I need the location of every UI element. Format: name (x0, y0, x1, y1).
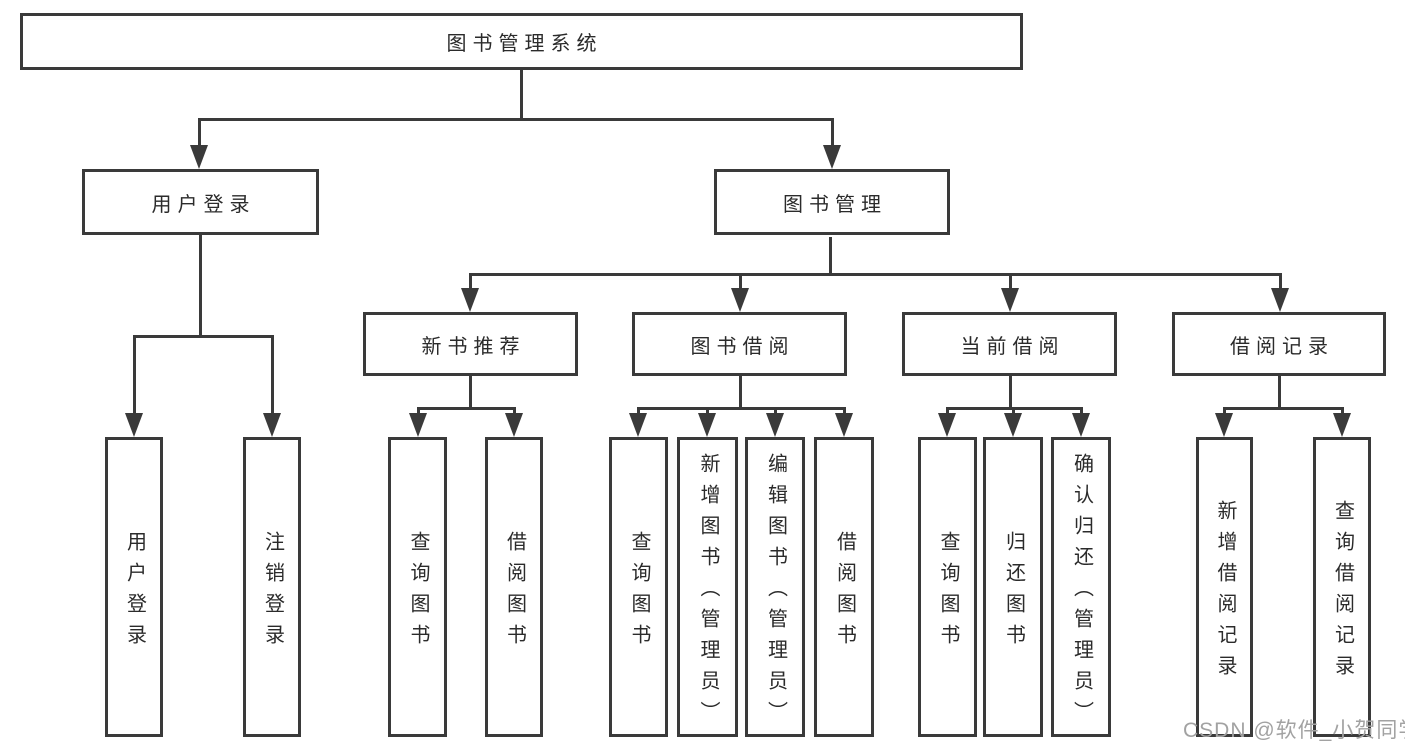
arrow-down-icon (731, 288, 749, 312)
node-leaf-borrow-books: 借阅图书 (814, 437, 874, 737)
arrow-down-icon (409, 413, 427, 437)
node-leaf-confirm-return-admin: 确认归还（管理员） (1051, 437, 1111, 737)
node-root: 图书管理系统 (20, 13, 1023, 70)
connector-drop (1009, 273, 1012, 294)
connector-drop (198, 118, 201, 151)
connector-drop (133, 335, 136, 419)
arrow-down-icon (461, 288, 479, 312)
connector-split (417, 407, 516, 410)
node-leaf-return-books: 归还图书 (983, 437, 1043, 737)
connector-stem (829, 237, 832, 273)
connector-drop (271, 335, 274, 419)
node-book-borrow: 图书借阅 (632, 312, 847, 376)
node-leaf-edit-books-admin: 编辑图书（管理员） (745, 437, 805, 737)
connector-drop (469, 273, 472, 294)
connector-drop (1279, 273, 1282, 294)
connector-drop (739, 273, 742, 294)
arrow-down-icon (823, 145, 841, 169)
arrow-down-icon (190, 145, 208, 169)
arrow-down-icon (1215, 413, 1233, 437)
csdn-watermark: CSDN @软件_小贺同学 (1183, 719, 1405, 742)
arrow-down-icon (1072, 413, 1090, 437)
arrow-down-icon (766, 413, 784, 437)
arrow-down-icon (835, 413, 853, 437)
node-leaf-user-login: 用户登录 (105, 437, 163, 737)
arrow-down-icon (1001, 288, 1019, 312)
arrow-down-icon (1271, 288, 1289, 312)
node-borrow-records: 借阅记录 (1172, 312, 1386, 376)
connector-root-stem (520, 70, 523, 118)
node-current-borrow: 当前借阅 (902, 312, 1117, 376)
arrow-down-icon (938, 413, 956, 437)
arrow-down-icon (629, 413, 647, 437)
node-user-login: 用户登录 (82, 169, 319, 235)
node-leaf-borrow-books-recommend: 借阅图书 (485, 437, 543, 737)
connector-stem (1009, 376, 1012, 407)
arrow-down-icon (505, 413, 523, 437)
connector-split (133, 335, 274, 338)
node-leaf-add-borrow-record: 新增借阅记录 (1196, 437, 1253, 737)
node-leaf-query-books-borrow: 查询图书 (609, 437, 668, 737)
connector-split (637, 407, 846, 410)
connector-stem (1278, 376, 1281, 407)
node-book-management: 图书管理 (714, 169, 950, 235)
node-leaf-add-books-admin: 新增图书（管理员） (677, 437, 738, 737)
connector-stem (739, 376, 742, 407)
connector-root-split (198, 118, 834, 121)
connector-stem (199, 235, 202, 335)
arrow-down-icon (698, 413, 716, 437)
node-leaf-query-borrow-record: 查询借阅记录 (1313, 437, 1371, 737)
connector-split (1223, 407, 1344, 410)
connector-stem (469, 376, 472, 407)
arrow-down-icon (1004, 413, 1022, 437)
node-leaf-logout: 注销登录 (243, 437, 301, 737)
arrow-down-icon (125, 413, 143, 437)
node-leaf-query-books-recommend: 查询图书 (388, 437, 447, 737)
connector-drop (831, 118, 834, 151)
node-new-book-recommend: 新书推荐 (363, 312, 578, 376)
connector-split (469, 273, 1282, 276)
arrow-down-icon (1333, 413, 1351, 437)
arrow-down-icon (263, 413, 281, 437)
node-leaf-query-books-current: 查询图书 (918, 437, 977, 737)
